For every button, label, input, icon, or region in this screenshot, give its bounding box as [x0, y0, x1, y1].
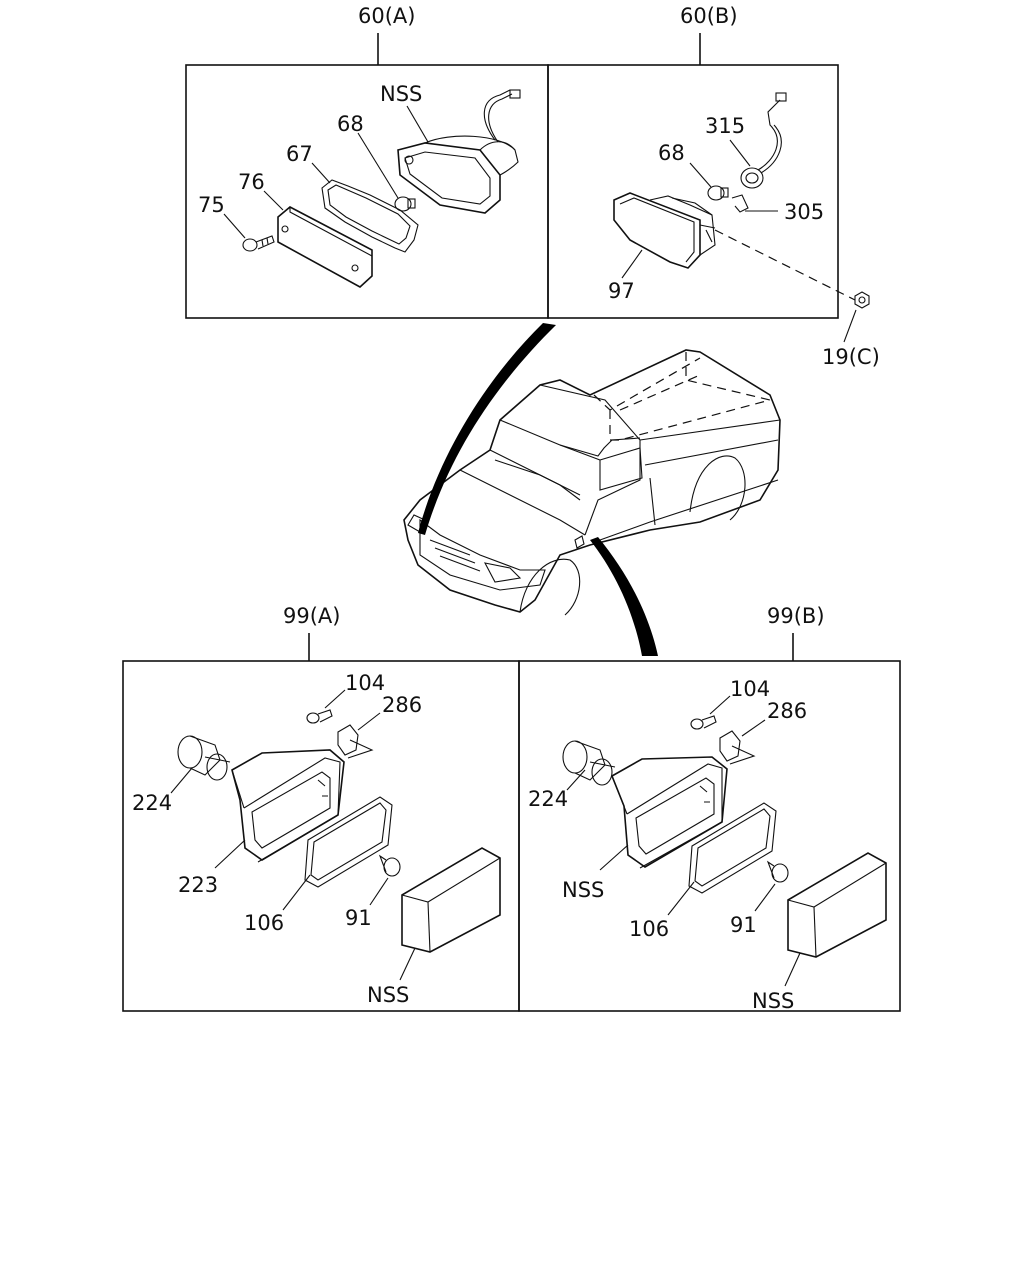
panel-99b-frame — [518, 660, 901, 1012]
label-223-c: 223 — [178, 873, 218, 897]
leader-97-b — [621, 249, 643, 279]
leader-223-c — [214, 839, 246, 869]
label-67-a: 67 — [286, 142, 313, 166]
lens-nss-c — [401, 847, 501, 953]
label-106-c: 106 — [244, 911, 284, 935]
label-99a: 99(A) — [283, 604, 340, 628]
bulb-68-a — [394, 196, 416, 212]
gasket-67-a — [321, 179, 419, 253]
truck-bed-hidden-lines — [593, 352, 771, 441]
label-nss-d-lens: NSS — [752, 989, 794, 1013]
clip-286-d — [719, 730, 756, 765]
label-60a: 60(A) — [358, 4, 415, 28]
truck-cab-lines — [494, 384, 641, 536]
leader-nss-c — [399, 947, 416, 981]
screw-104-c — [306, 709, 333, 724]
truck-window-line — [559, 437, 641, 457]
nut-19c — [714, 229, 870, 343]
panel-60b-frame — [547, 64, 839, 319]
label-286-c: 286 — [382, 693, 422, 717]
truck-headlight — [483, 562, 522, 583]
label-104-d: 104 — [730, 677, 770, 701]
label-nss-a: NSS — [380, 82, 422, 106]
label-99b: 99(B) — [767, 604, 825, 628]
label-224-c: 224 — [132, 791, 172, 815]
screw-104-d — [690, 715, 717, 730]
screw-75-a — [242, 235, 275, 252]
leader-91-c — [369, 877, 389, 906]
socket-315-b — [740, 92, 787, 189]
gasket-106-c — [304, 796, 393, 888]
arrow-to-front-marker — [418, 323, 556, 535]
panel-60b: 60(B) 97 68 305 — [547, 4, 839, 319]
truck-side-lines — [599, 419, 781, 541]
label-305-b: 305 — [784, 200, 824, 224]
truck-rear-wheel — [689, 455, 746, 521]
bulb-91-c — [378, 854, 401, 877]
gasket-106-d — [688, 802, 777, 894]
panel-60a: 60(A) NSS 68 67 — [185, 4, 549, 319]
truck-grille — [419, 518, 546, 591]
label-75-a: 75 — [198, 193, 225, 217]
label-60b: 60(B) — [680, 4, 738, 28]
panel-99a: 99(A) 104 286 224 — [122, 604, 520, 1012]
side-marker-housing — [397, 89, 521, 214]
bulb-91-d — [766, 860, 789, 883]
leader-nss-d-lens — [784, 952, 801, 987]
label-76-a: 76 — [238, 170, 265, 194]
label-68-b: 68 — [658, 141, 685, 165]
leader-104-d — [709, 695, 731, 715]
pickup-truck-illustration — [403, 323, 781, 656]
leader-224-c — [170, 767, 193, 794]
clip-305-b — [731, 194, 749, 213]
label-68-a: 68 — [337, 112, 364, 136]
leader-75-a — [223, 213, 246, 239]
lens-nss-d — [787, 852, 887, 958]
leader-106-d — [667, 881, 695, 916]
leader-286-c — [357, 712, 381, 731]
socket-224-c — [177, 735, 231, 781]
leader-76-a — [263, 190, 284, 211]
leader-nss-a — [406, 105, 429, 143]
truck-hood-lines — [459, 449, 586, 536]
panel-99b: 99(B) 104 286 224 — [518, 604, 901, 1013]
nut-19c-dashed-line — [714, 229, 856, 301]
truck-side-marker — [574, 535, 585, 549]
label-nss-d-housing: NSS — [562, 878, 604, 902]
arrow-to-side-marker — [590, 537, 658, 656]
bulb-68-b — [707, 185, 729, 201]
leader-224-d — [566, 769, 586, 791]
label-224-d: 224 — [528, 787, 568, 811]
truck-grille-bars — [429, 539, 481, 572]
label-286-d: 286 — [767, 699, 807, 723]
clip-286-c — [337, 724, 374, 759]
leader-68-b — [689, 162, 712, 188]
label-104-c: 104 — [345, 671, 385, 695]
leader-104-c — [324, 689, 346, 709]
leader-67-a — [311, 162, 331, 184]
label-315-b: 315 — [705, 114, 745, 138]
housing-223-c — [231, 749, 345, 863]
leader-19c — [843, 309, 857, 343]
label-91-d: 91 — [730, 913, 757, 937]
label-nss-c: NSS — [367, 983, 409, 1007]
lamp-97-b — [613, 192, 716, 269]
label-97-b: 97 — [608, 279, 635, 303]
label-91-c: 91 — [345, 906, 372, 930]
truck-front-wheel — [519, 558, 581, 616]
leader-nss-d-housing — [599, 844, 629, 871]
truck-side-window — [599, 447, 643, 491]
leader-315-b — [729, 139, 751, 167]
leader-68-a — [357, 132, 399, 199]
housing-nss-d — [610, 756, 728, 869]
leader-106-c — [282, 874, 311, 911]
leader-286-d — [741, 719, 766, 737]
label-106-d: 106 — [629, 917, 669, 941]
label-19c: 19(C) — [822, 345, 880, 369]
lens-76-a — [277, 206, 373, 288]
gasket-67-a-inner — [327, 184, 411, 245]
socket-224-d — [562, 740, 616, 786]
leader-91-d — [754, 883, 776, 912]
